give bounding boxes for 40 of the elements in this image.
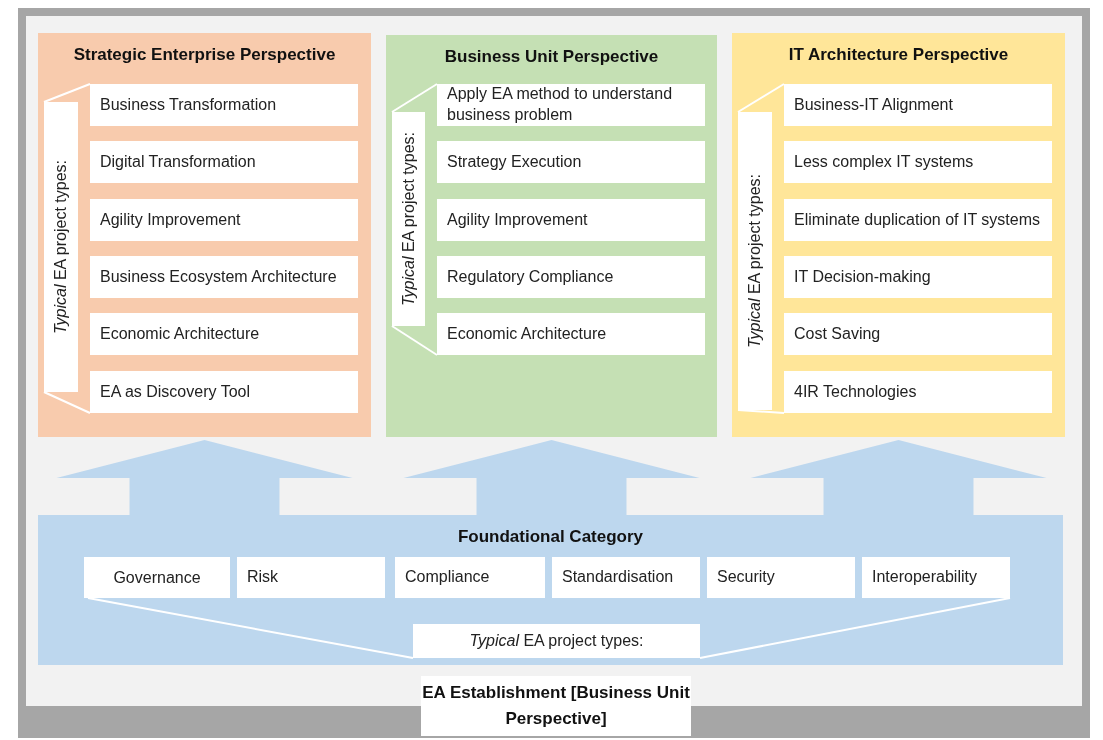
project-type-box: Less complex IT systems (784, 141, 1052, 183)
project-type-box: Strategy Execution (437, 141, 705, 183)
project-type-box: Digital Transformation (90, 141, 358, 183)
project-type-box: Interoperability (862, 557, 1010, 598)
project-type-box: Apply EA method to understand business problem (437, 84, 705, 126)
block-arrow (750, 440, 1047, 515)
project-type-box: Agility Improvement (90, 199, 358, 241)
project-type-box: IT Decision-making (784, 256, 1052, 298)
project-types-label: Governance (84, 557, 230, 598)
perspective-panel (732, 33, 1065, 437)
project-type-box: EA as Discovery Tool (90, 371, 358, 413)
block-arrow (56, 440, 353, 515)
project-type-box: Regulatory Compliance (437, 256, 705, 298)
category-band (38, 515, 1063, 665)
project-types-label: Typical EA project types: (392, 112, 425, 326)
perspective-panel (38, 33, 371, 437)
project-type-box: Eliminate duplication of IT systems (784, 199, 1052, 241)
panel-title: Foundational Category (456, 527, 645, 547)
project-type-box: Business Transformation (90, 84, 358, 126)
project-type-box: Agility Improvement (437, 199, 705, 241)
project-type-box: Economic Architecture (437, 313, 705, 355)
block-arrow (403, 440, 700, 515)
project-type-box: Standardisation (552, 557, 700, 598)
frame-title: EA Establishment [Business Unit Perspective] (421, 676, 691, 736)
project-type-box: Cost Saving (784, 313, 1052, 355)
project-type-box: Risk (237, 557, 385, 598)
project-type-box: 4IR Technologies (784, 371, 1052, 413)
project-type-box: Security (707, 557, 855, 598)
project-type-box: Economic Architecture (90, 313, 358, 355)
panel-title: IT Architecture Perspective (787, 45, 1010, 65)
panel-title: Strategic Enterprise Perspective (72, 45, 337, 65)
perspective-panel (386, 35, 717, 437)
project-type-box: Business-IT Alignment (784, 84, 1052, 126)
project-type-box: Business Ecosystem Architecture (90, 256, 358, 298)
panel-title: Business Unit Perspective (443, 47, 660, 67)
project-type-box: Compliance (395, 557, 545, 598)
project-types-label: Typical EA project types: (738, 112, 772, 410)
frame-background (18, 8, 1090, 738)
project-types-label: Typical EA project types: (44, 102, 78, 392)
project-types-label: Typical EA project types: (413, 624, 700, 658)
